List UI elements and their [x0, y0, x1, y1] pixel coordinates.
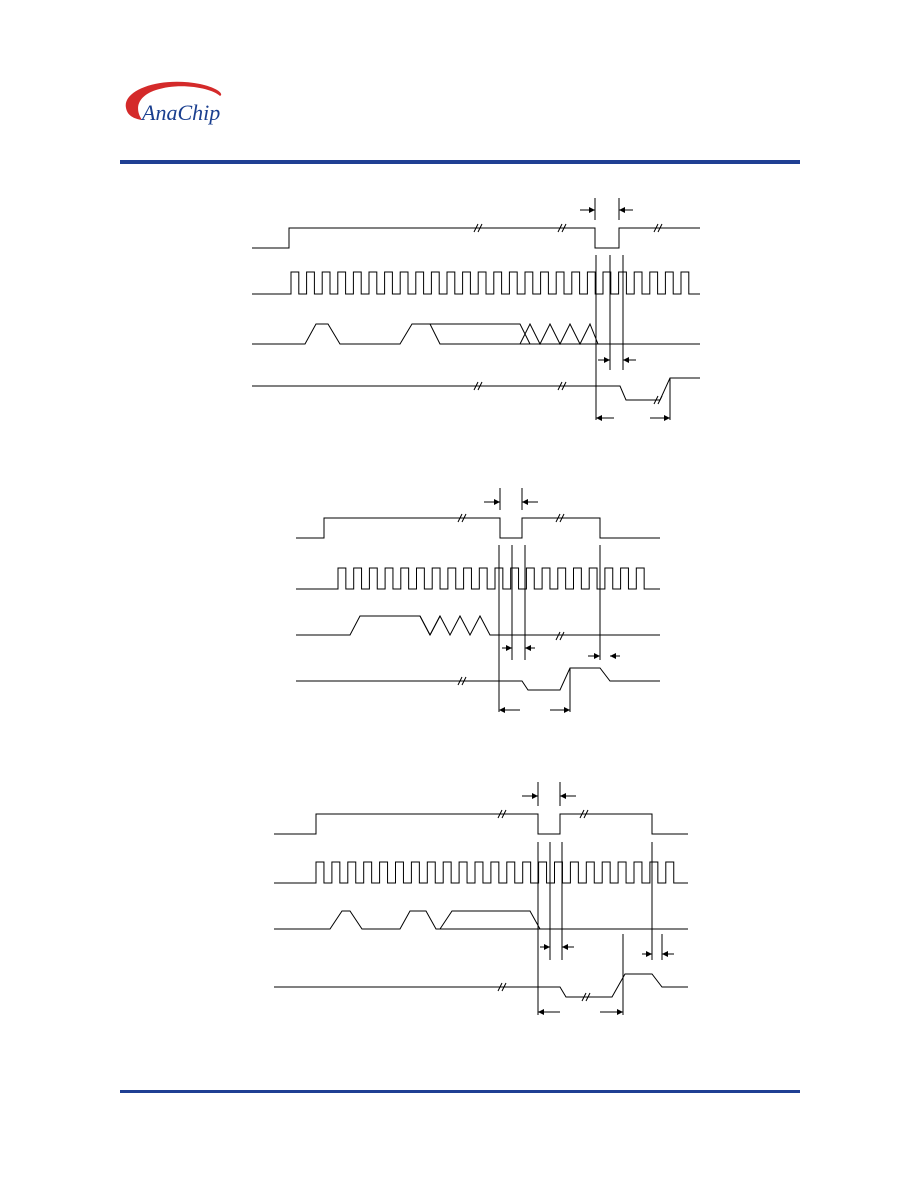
timing-diagram-3 — [0, 770, 918, 1020]
waveform-row-3-transitions — [439, 910, 541, 930]
logo-swoosh — [125, 81, 222, 120]
timing-marker-top — [580, 198, 633, 220]
logo-wordmark: AnaChip — [140, 100, 220, 125]
break-marks-row-4 — [473, 381, 663, 405]
waveform-row-2 — [296, 567, 660, 590]
timing-guides — [537, 842, 663, 1015]
waveform-row-1 — [274, 813, 688, 835]
timing-marker-top — [484, 488, 538, 510]
break-marks-row-1 — [457, 513, 565, 523]
waveform-row-1 — [296, 517, 660, 539]
timing-arrows — [500, 647, 620, 711]
waveform-row-3 — [296, 614, 660, 637]
break-marks-row-1 — [473, 223, 663, 233]
timing-marker-top — [522, 782, 576, 806]
header-rule — [120, 160, 800, 164]
timing-arrows — [538, 946, 674, 1013]
break-marks-row-1 — [497, 809, 589, 819]
anachip-logo: AnaChip — [120, 78, 270, 134]
waveform-row-3 — [252, 323, 700, 345]
break-marks-row-4 — [497, 982, 591, 1002]
waveform-row-3-transitions — [430, 322, 599, 346]
timing-guides — [595, 255, 671, 420]
waveform-row-1 — [252, 227, 700, 249]
break-marks-row-4 — [457, 631, 565, 686]
timing-diagram-1 — [0, 190, 918, 430]
timing-diagram-2 — [0, 480, 918, 720]
timing-guides — [498, 545, 601, 712]
waveform-row-2 — [274, 861, 688, 884]
timing-arrows — [596, 359, 670, 419]
waveform-row-4 — [252, 377, 700, 401]
waveform-row-3-transitions — [419, 615, 441, 636]
waveform-row-2 — [252, 271, 700, 295]
footer-rule — [120, 1090, 800, 1093]
waveform-row-4 — [296, 667, 660, 691]
waveform-row-4 — [274, 973, 688, 998]
waveform-row-3 — [274, 910, 688, 930]
